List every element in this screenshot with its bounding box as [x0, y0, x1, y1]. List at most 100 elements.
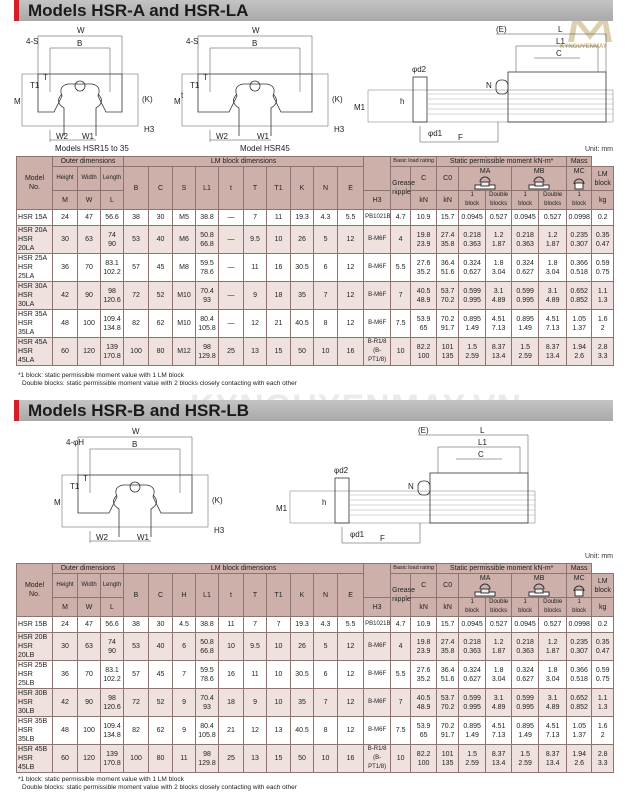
moment-label: MC	[573, 575, 585, 582]
value-cell: 18	[266, 281, 292, 310]
accent-bar	[14, 400, 19, 421]
header-col-b: B	[123, 573, 150, 617]
section-title: Models HSR-B and HSR-LB	[28, 401, 249, 420]
header-mass: Mass	[566, 563, 593, 574]
value-cell: 70.4 93	[195, 688, 220, 717]
value-cell: 0.235 0.307	[566, 225, 593, 254]
header-col-w: W	[77, 597, 101, 617]
value-cell: 8.37 13.4	[538, 744, 568, 773]
value-cell: 0.0945	[511, 209, 540, 226]
label-w2: W2	[56, 132, 69, 141]
label-d2: φd2	[334, 466, 349, 475]
value-cell: 0.652 0.852	[566, 281, 593, 310]
value-cell: 82	[123, 309, 150, 338]
value-cell: 139 170.8	[99, 744, 125, 773]
value-cell: 0.527	[538, 616, 568, 633]
value-cell: 1.8 3.04	[485, 253, 513, 282]
value-cell: 38.8	[195, 209, 220, 226]
value-cell: B-M6F	[363, 309, 392, 338]
value-cell: 101 135	[436, 744, 460, 773]
header-col-t1: T1	[266, 166, 292, 210]
value-cell: 98 120.6	[99, 281, 125, 310]
label-t: T	[203, 73, 208, 82]
header-col-h: H	[172, 573, 197, 617]
model-cell: HSR 45B HSR 45LB	[16, 744, 53, 773]
value-cell: 35	[290, 281, 315, 310]
moment-label: MA	[479, 168, 491, 175]
value-cell: 1.94 2.6	[566, 337, 593, 366]
value-cell: 8	[313, 309, 339, 338]
model-cell: HSR 20B HSR 20LB	[16, 632, 53, 661]
value-cell: 100	[77, 309, 101, 338]
value-cell: 12	[243, 716, 268, 745]
header-col-l1: L1	[195, 166, 220, 210]
value-cell: 47	[77, 616, 101, 633]
value-cell: 70	[77, 660, 101, 689]
value-cell: 16	[218, 660, 245, 689]
label-4s: 4-S	[186, 37, 198, 46]
moment-mb-icon	[513, 176, 565, 190]
value-cell: 0.218 0.363	[458, 225, 487, 254]
value-cell: 13	[243, 337, 268, 366]
value-cell: 9.5	[243, 632, 268, 661]
value-cell: 59.5 78.6	[195, 660, 220, 689]
header-ma: MA	[458, 166, 513, 191]
value-cell: 1.8 3.04	[538, 253, 568, 282]
header-width: Width	[77, 166, 101, 191]
label-l: L	[558, 25, 563, 34]
value-cell: 10	[390, 337, 412, 366]
section-header: Models HSR-A and HSR-LA	[14, 0, 613, 21]
value-cell: 24	[52, 209, 78, 226]
label-l1: L1	[478, 438, 487, 447]
value-cell: PB1021B	[363, 209, 392, 226]
header-mb: MB	[511, 166, 568, 191]
label-m: M	[174, 97, 181, 106]
value-cell: 70.2 91.7	[436, 309, 460, 338]
value-cell: 12	[337, 281, 365, 310]
header-col-t1: T1	[266, 573, 292, 617]
label-d1: φd1	[428, 129, 443, 138]
value-cell: 7	[390, 688, 412, 717]
value-cell: 45	[148, 660, 174, 689]
header-lm-block: LM block	[591, 573, 615, 598]
label-h: h	[400, 97, 404, 106]
label-h3: H3	[144, 125, 155, 134]
value-cell: 1.2 1.87	[538, 225, 568, 254]
value-cell: 15.7	[436, 209, 460, 226]
value-cell: 72	[123, 688, 150, 717]
value-cell: 0.0945	[458, 616, 487, 633]
value-cell: M10	[172, 309, 197, 338]
value-cell: 8.37 13.4	[538, 337, 568, 366]
value-cell: 62	[148, 716, 174, 745]
value-cell: 80.4 105.8	[195, 716, 220, 745]
value-cell: 11	[266, 209, 292, 226]
value-cell: 70	[77, 253, 101, 282]
value-cell: 2.8 3.3	[591, 744, 615, 773]
header-c0: C0	[436, 573, 460, 598]
value-cell: 0.527	[485, 616, 513, 633]
value-cell: 1.05 1.37	[566, 309, 593, 338]
label-m: M	[54, 498, 61, 507]
value-cell: 4	[390, 632, 412, 661]
header-model: Model No.	[16, 563, 53, 617]
value-cell: 38.8	[195, 616, 220, 633]
value-cell: 109.4 134.8	[99, 309, 125, 338]
label-k: (K)	[332, 95, 343, 104]
value-cell: 1.94 2.6	[566, 744, 593, 773]
value-cell: 0.218 0.363	[458, 632, 487, 661]
header-lm-block: LM block	[591, 166, 615, 191]
value-cell: 21	[218, 716, 245, 745]
value-cell: 9	[172, 716, 197, 745]
value-cell: 0.527	[538, 209, 568, 226]
header-one-block: 1 block	[511, 597, 540, 617]
value-cell: 40	[148, 632, 174, 661]
value-cell: 40.5 48.9	[410, 281, 438, 310]
value-cell: 0.599 0.995	[511, 281, 540, 310]
accent-bar	[14, 0, 19, 21]
